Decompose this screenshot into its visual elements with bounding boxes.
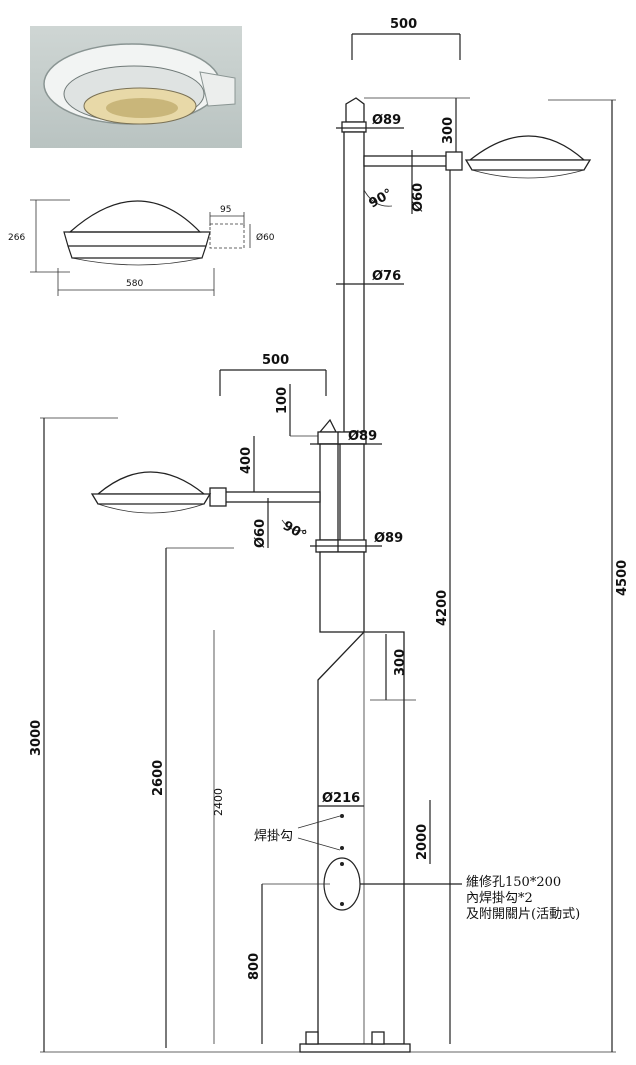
lower-lamp-b-label: 2600	[151, 760, 166, 796]
total-height-label: 4500	[615, 560, 630, 596]
lower-arm-diameter-label: Ø60	[253, 519, 268, 548]
door-bottom-label: 800	[247, 953, 262, 980]
fixture-width-label: 580	[126, 279, 143, 289]
step-height-label: 300	[393, 649, 408, 676]
hook-label: 焊掛勾	[254, 828, 293, 844]
upper-pole-diameter-label: Ø76	[372, 269, 401, 284]
base-diameter-label: Ø216	[322, 791, 360, 806]
lower-arm-angle-label: 90°	[280, 518, 309, 543]
lower-pipe-diameter-label: Ø89	[348, 429, 377, 444]
top-pipe-diameter-label: Ø89	[372, 113, 401, 128]
base-column	[299, 631, 411, 1053]
base-section-label: 2400	[212, 788, 225, 816]
service-note-line1: 維修孔150*200	[466, 875, 561, 890]
top-arm-offset-label: 300	[441, 117, 456, 144]
lower-arm	[90, 471, 321, 514]
upper-lamp-label: 4200	[435, 590, 450, 626]
lower-pole	[315, 418, 367, 633]
service-top-label: 2000	[415, 824, 430, 860]
fixture-arm-diameter-label: Ø60	[256, 232, 275, 243]
service-note-line3: 及附開關片(活動式)	[466, 907, 580, 922]
top-arm	[363, 135, 592, 179]
fixture-photo	[30, 26, 242, 148]
lower-clamp-diameter-label: Ø89	[374, 531, 403, 546]
fixture-height-label: 266	[8, 233, 25, 243]
service-note-line2: 內焊掛勾*2	[466, 890, 533, 906]
lower-arm-drop-label: 400	[239, 447, 254, 474]
lower-lamp-a-label: 3000	[29, 720, 44, 756]
top-arm-diameter-label: Ø60	[411, 183, 426, 212]
dimension-lines	[40, 33, 616, 1053]
lower-arm-reach-label: 500	[262, 353, 289, 368]
upper-pole	[341, 97, 367, 433]
fixture-arm-length-label: 95	[220, 205, 231, 215]
top-arm-reach-label: 500	[390, 17, 417, 32]
fixture-dimension-view	[30, 199, 251, 296]
top-arm-angle-label: 90°	[367, 186, 396, 211]
lower-arm-offset-label: 100	[275, 387, 290, 414]
